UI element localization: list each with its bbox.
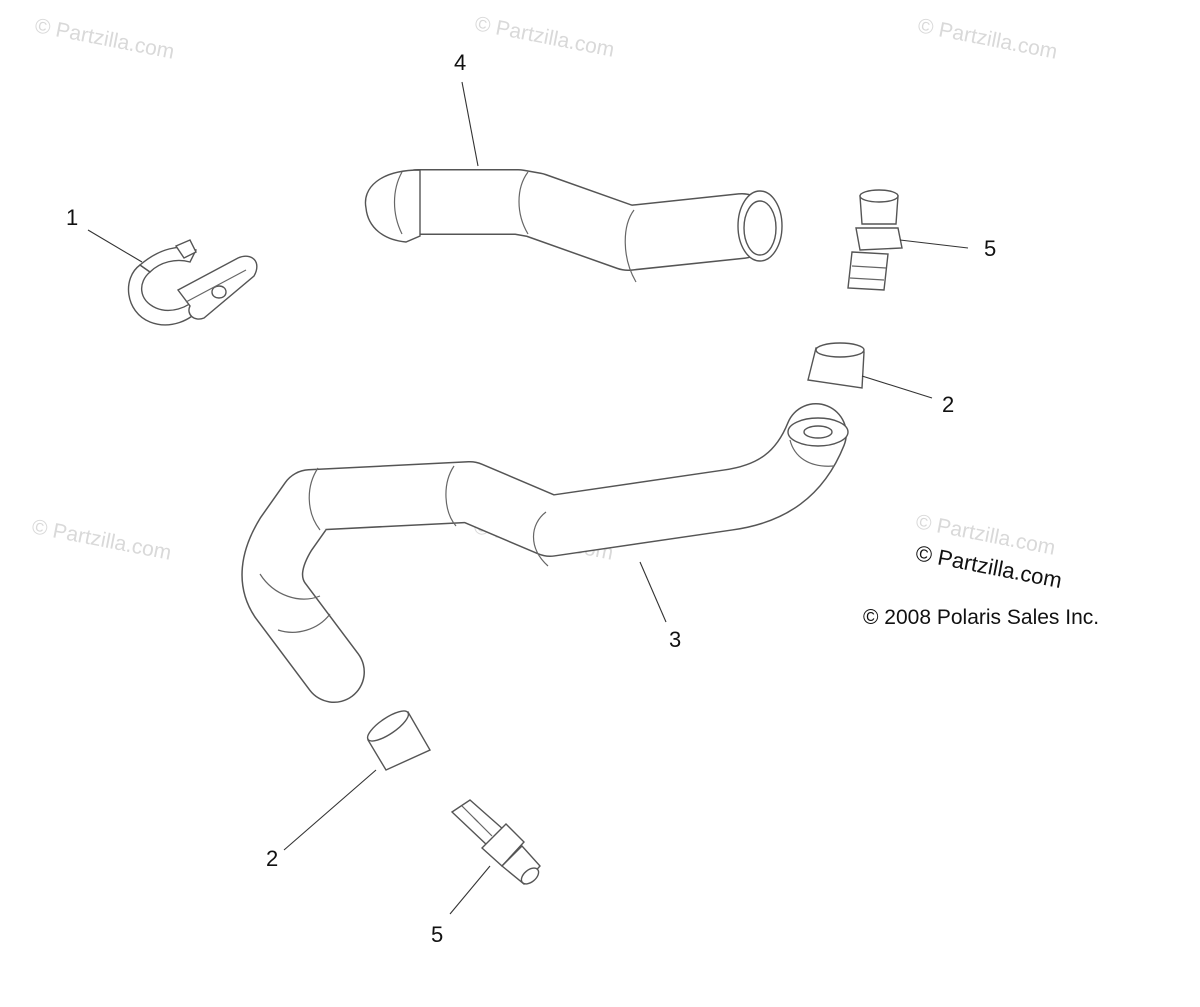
- leader-line: [283, 769, 377, 851]
- leader-line: [87, 229, 143, 263]
- leader-line: [899, 239, 969, 249]
- callout-4: 4: [454, 50, 467, 75]
- fitting-part-5-lower[interactable]: [450, 799, 542, 887]
- leader-line: [449, 865, 491, 915]
- hose-part-4[interactable]: [364, 169, 783, 283]
- fitting-part-5-right[interactable]: [847, 189, 903, 291]
- clamp-part-1[interactable]: [127, 239, 258, 326]
- callout-2: 2: [266, 846, 279, 871]
- callout-5: 5: [431, 922, 444, 947]
- hose-part-3[interactable]: [241, 403, 849, 703]
- sleeve-part-2-left[interactable]: [364, 706, 431, 771]
- callout-1: 1: [66, 205, 79, 230]
- callout-2: 2: [942, 392, 955, 417]
- leader-line: [461, 81, 479, 167]
- leader-line: [861, 375, 933, 399]
- sleeve-part-2-right[interactable]: [807, 342, 865, 389]
- callout-3: 3: [669, 627, 682, 652]
- callout-5: 5: [984, 236, 997, 261]
- copyright-text: © 2008 Polaris Sales Inc.: [863, 606, 1100, 629]
- leader-line: [639, 561, 667, 623]
